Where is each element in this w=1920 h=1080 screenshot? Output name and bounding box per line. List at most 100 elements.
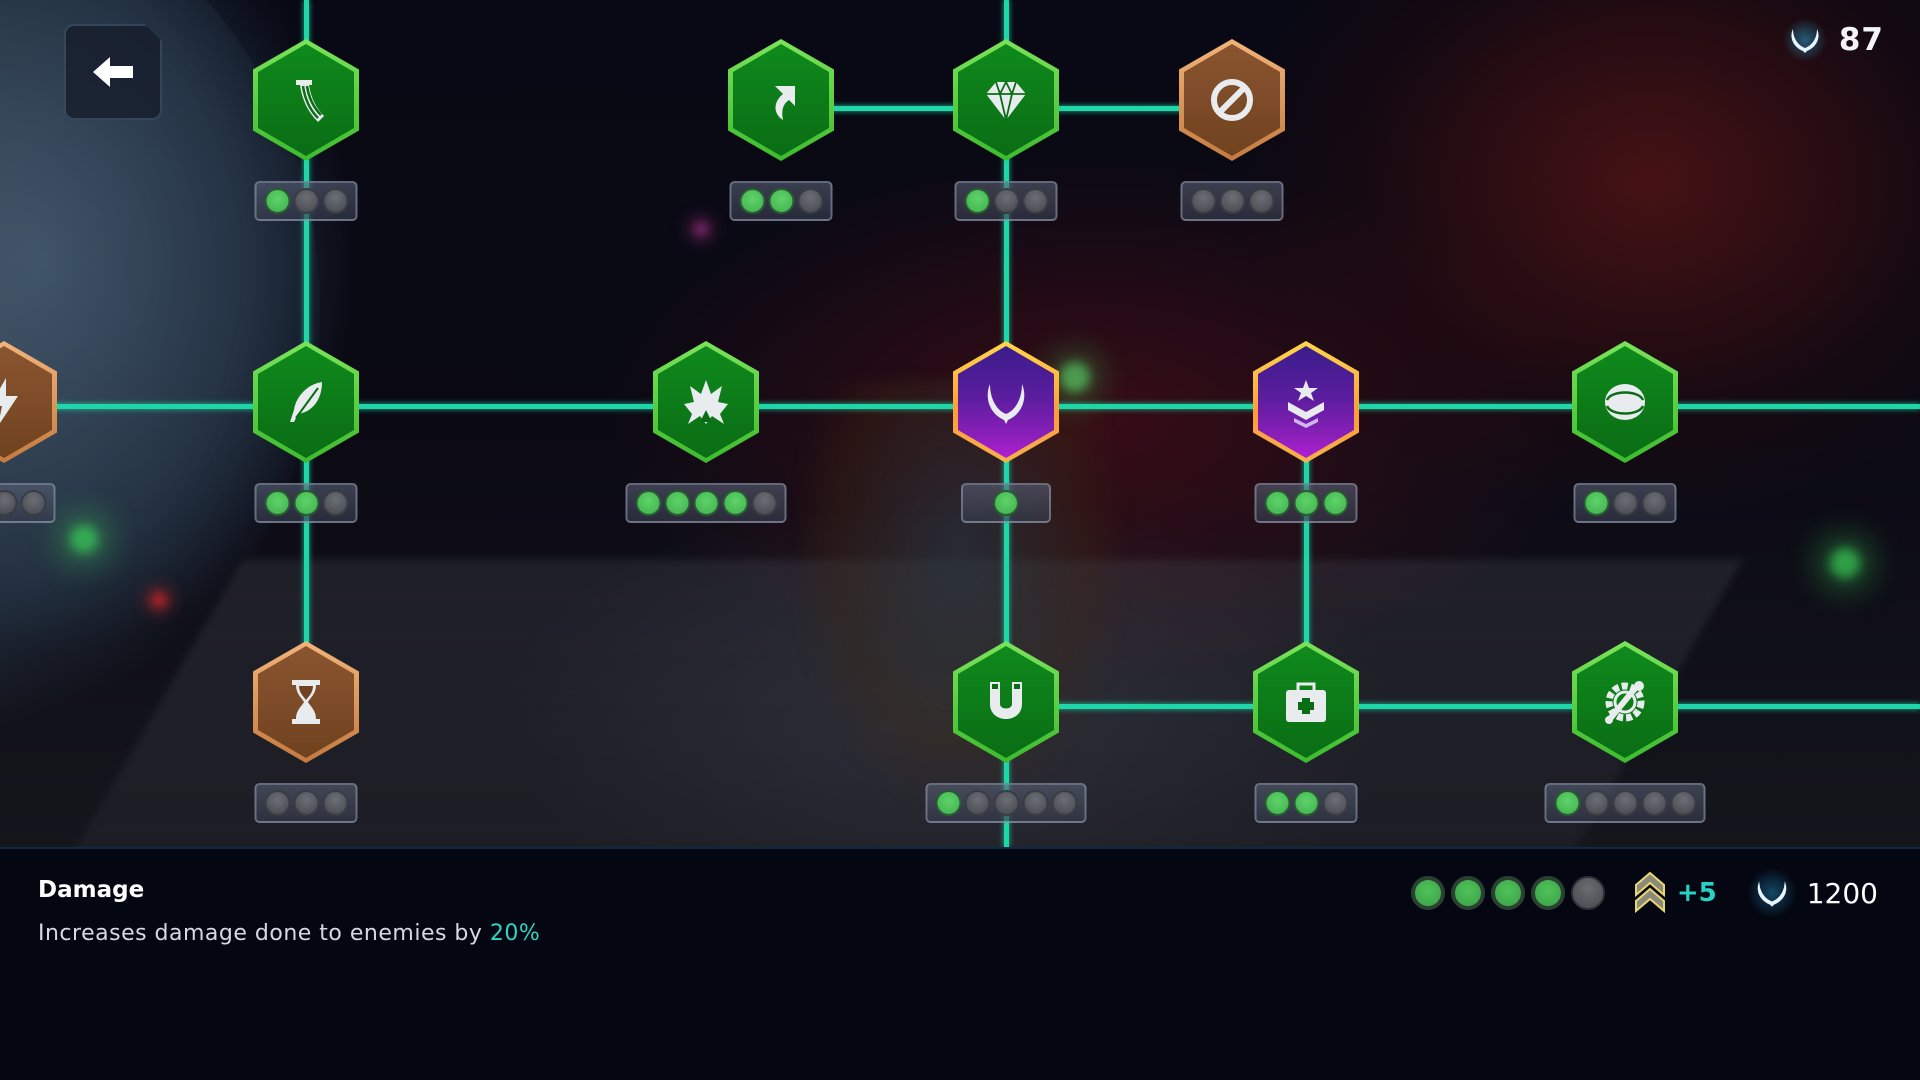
pip-filled	[1554, 790, 1580, 816]
skill-node-repair[interactable]	[1572, 641, 1678, 763]
pip-filled	[1264, 790, 1290, 816]
skill-value: 20%	[489, 921, 541, 946]
pip-empty	[1219, 188, 1245, 214]
skill-level-pips	[254, 483, 358, 523]
pip-empty	[322, 790, 348, 816]
pip-filled	[935, 790, 961, 816]
pip-filled	[664, 490, 690, 516]
pip-empty	[1641, 790, 1667, 816]
explosion-icon	[678, 374, 734, 430]
magazine-icon	[278, 72, 334, 128]
upgrade-info: +5 1200	[1410, 868, 1878, 918]
laurel-wreath-icon	[978, 374, 1034, 430]
pip-empty	[1051, 790, 1077, 816]
level-pip-filled	[1490, 876, 1525, 910]
pip-filled	[635, 490, 661, 516]
hourglass-icon	[278, 674, 334, 730]
pip-filled	[722, 490, 748, 516]
pip-empty	[322, 188, 348, 214]
star-chevron-icon	[1278, 374, 1334, 430]
pip-empty	[264, 790, 290, 816]
skill-node-feather[interactable]	[253, 341, 359, 463]
skill-node-damage[interactable]	[653, 341, 759, 463]
pip-filled	[964, 188, 990, 214]
level-pip-filled	[1530, 876, 1565, 910]
upgrade-cost: 1200	[1806, 876, 1878, 910]
pip-empty	[993, 790, 1019, 816]
skill-level-pips	[625, 483, 787, 523]
pip-filled	[693, 490, 719, 516]
gear-wrench-icon	[1597, 674, 1653, 730]
skill-node-gem[interactable]	[953, 39, 1059, 161]
diamond-icon	[978, 72, 1034, 128]
connector-line	[1304, 402, 1309, 702]
skill-node-time[interactable]	[253, 641, 359, 763]
rank-chevron-icon	[1633, 871, 1667, 915]
rank-bonus: +5	[1676, 878, 1717, 908]
pip-filled	[1293, 790, 1319, 816]
red-light	[152, 593, 166, 607]
currency-value: 87	[1838, 22, 1884, 58]
pip-filled	[293, 490, 319, 516]
skill-level-pips	[1544, 783, 1706, 823]
pip-empty	[1612, 490, 1638, 516]
skill-node-medkit[interactable]	[1253, 641, 1359, 763]
skill-level-pips	[961, 483, 1051, 523]
skill-level-pips	[1254, 783, 1358, 823]
skill-node-magnet[interactable]	[953, 641, 1059, 763]
skill-node-shield[interactable]	[1572, 341, 1678, 463]
skill-node-lightning[interactable]	[0, 341, 57, 463]
skill-level-pips	[925, 783, 1087, 823]
green-light	[70, 525, 98, 553]
laurel-icon	[1746, 868, 1797, 918]
pip-empty	[797, 188, 823, 214]
pip-empty	[751, 490, 777, 516]
pip-filled	[993, 490, 1019, 516]
green-light	[1830, 548, 1860, 578]
skill-description: Increases damage done to enemies by 20%	[38, 921, 541, 946]
pip-empty	[1248, 188, 1274, 214]
skill-node-block[interactable]	[1179, 39, 1285, 161]
pip-empty	[1190, 188, 1216, 214]
skill-level-pips	[954, 181, 1058, 221]
arrow-left-icon	[93, 57, 133, 87]
prohibited-icon	[1204, 72, 1260, 128]
detail-panel: Damage Increases damage done to enemies …	[0, 847, 1920, 1080]
pip-empty	[993, 188, 1019, 214]
back-button[interactable]	[64, 24, 162, 120]
pip-empty	[20, 490, 46, 516]
pip-empty	[0, 490, 17, 516]
lightning-icon	[0, 374, 32, 430]
skill-node-laurel-rank[interactable]	[953, 341, 1059, 463]
green-light	[1060, 362, 1090, 392]
pip-empty	[293, 188, 319, 214]
pip-empty	[1322, 790, 1348, 816]
pip-filled	[1322, 490, 1348, 516]
skill-level-pips	[0, 483, 56, 523]
disc-icon	[1597, 374, 1653, 430]
pip-empty	[1670, 790, 1696, 816]
currency-display: 87	[1782, 18, 1884, 62]
skill-title: Damage	[38, 877, 145, 903]
connector-line	[1006, 704, 1920, 709]
skill-level-pips	[729, 181, 833, 221]
pip-empty	[1022, 188, 1048, 214]
pip-filled	[264, 490, 290, 516]
skill-level-pips	[1180, 181, 1284, 221]
skill-node-ricochet[interactable]	[728, 39, 834, 161]
skill-level-pips	[254, 783, 358, 823]
magnet-icon	[978, 674, 1034, 730]
curved-arrow-icon	[753, 72, 809, 128]
feather-icon	[278, 374, 334, 430]
pip-filled	[768, 188, 794, 214]
skill-node-magazine[interactable]	[253, 39, 359, 161]
pip-empty	[293, 790, 319, 816]
skill-node-chevron-rank[interactable]	[1253, 341, 1359, 463]
pip-filled	[1293, 490, 1319, 516]
pip-filled	[1264, 490, 1290, 516]
pip-empty	[964, 790, 990, 816]
pip-empty	[322, 490, 348, 516]
pip-empty	[1612, 790, 1638, 816]
pip-empty	[1583, 790, 1609, 816]
pip-filled	[1583, 490, 1609, 516]
